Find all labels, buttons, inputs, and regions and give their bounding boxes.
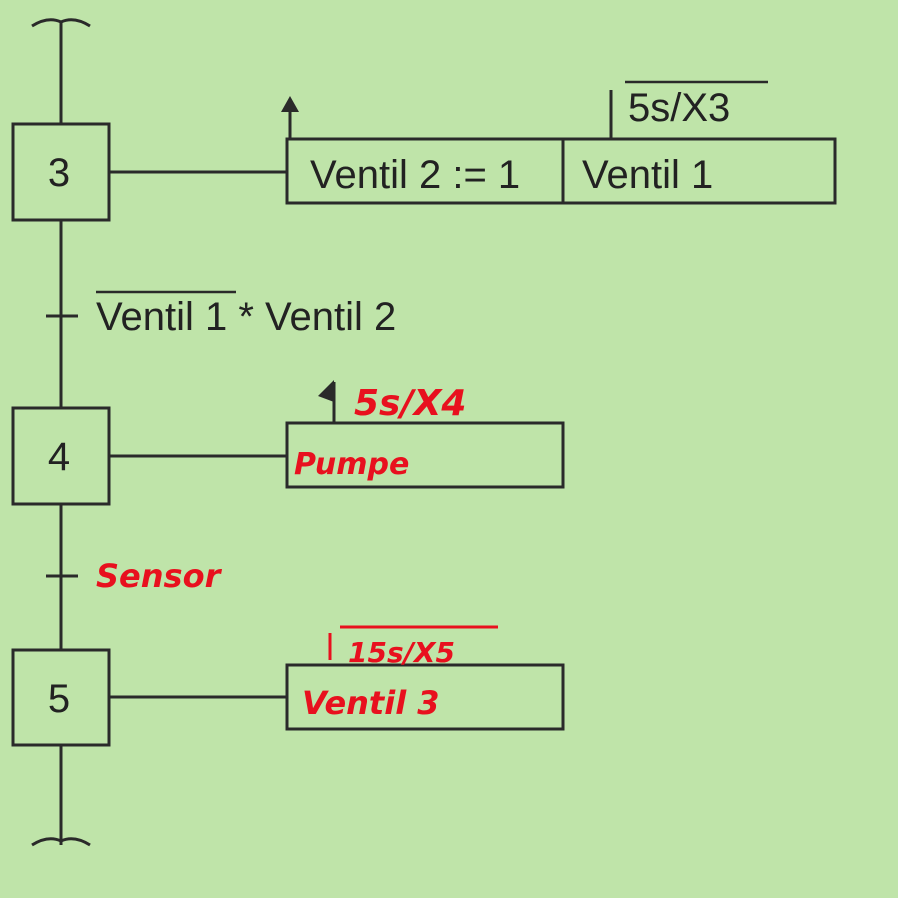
stored-action-arrow-icon [281, 96, 299, 112]
step5-time-condition: 15s/X5 [348, 636, 455, 669]
step5-action: Ventil 3 [302, 684, 440, 722]
step-number-3: 3 [48, 151, 70, 195]
step-number-5: 5 [48, 677, 70, 721]
flag-icon [318, 380, 334, 402]
step4-time-condition: 5s/X4 [354, 383, 466, 424]
transition-condition-3-4: Ventil 1 * Ventil 2 [96, 295, 396, 339]
continuation-mark-bottom [31, 837, 91, 847]
step-number-4: 4 [48, 435, 70, 479]
continuation-mark-top [31, 18, 91, 28]
transition-condition-4-5: Sensor [96, 557, 223, 595]
step3-action-box [285, 137, 837, 205]
step3-action-timed: Ventil 1 [582, 153, 713, 197]
step4-action-box [285, 421, 565, 489]
step5-action-box [285, 663, 565, 731]
step3-action-stored: Ventil 2 := 1 [310, 153, 520, 197]
step3-time-condition: 5s/X3 [628, 86, 730, 130]
step4-action: Pumpe [294, 447, 409, 482]
